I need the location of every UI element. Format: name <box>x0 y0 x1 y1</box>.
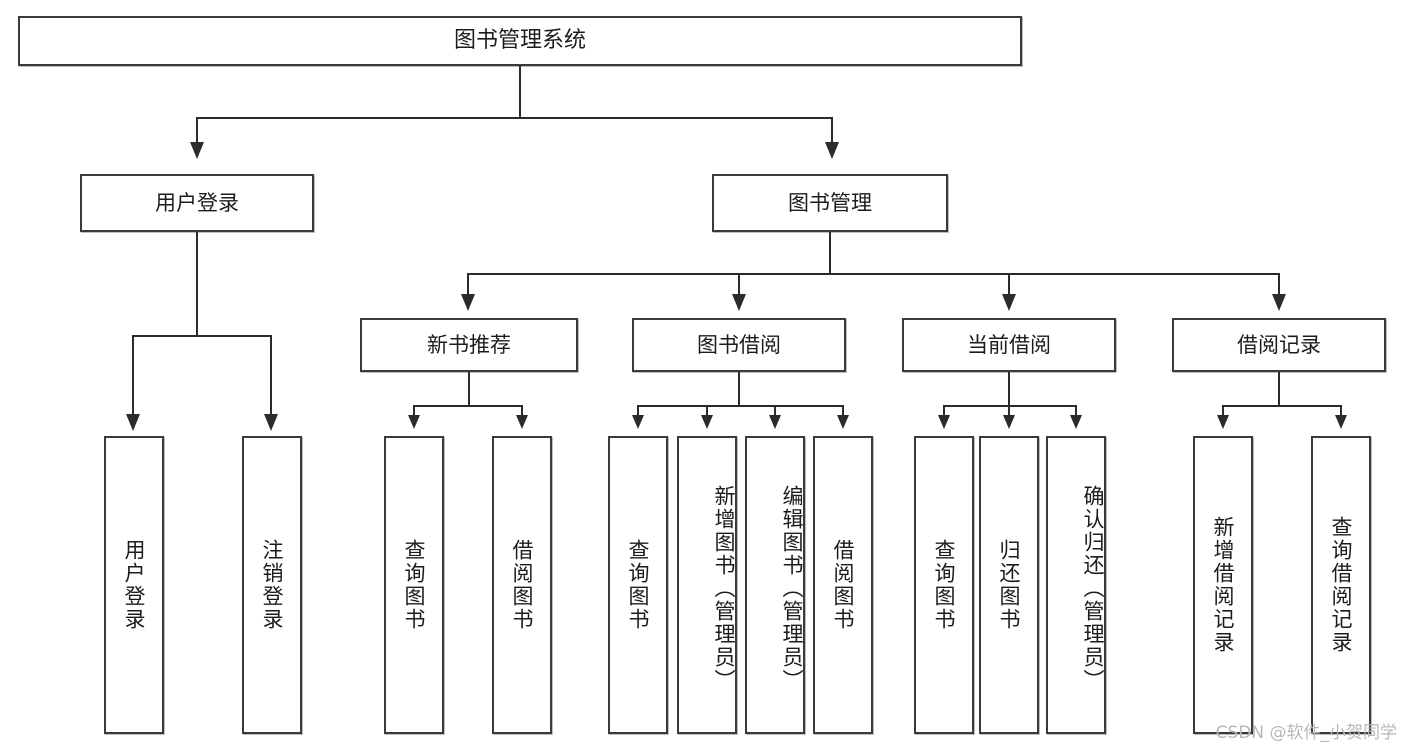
node-book-manage[interactable]: 图书管理 <box>712 174 948 232</box>
connector-book-manage-bus <box>467 273 1280 275</box>
node-user-login[interactable]: 用户登录 <box>80 174 314 232</box>
connector-user-login-drop-2 <box>270 335 272 417</box>
leaf-confirm-return-admin[interactable]: 确认归还（管理员） <box>1046 436 1106 734</box>
arrow-to-leaf-user-login <box>126 414 140 431</box>
leaf-current-borrow-query[interactable]: 查询图书 <box>914 436 974 734</box>
connector-l3-drop-3 <box>1008 273 1010 297</box>
arrow-leaf-book-borrow-2 <box>701 415 713 429</box>
connector-new-book-drop-2 <box>521 405 523 417</box>
arrow-leaf-book-borrow-1 <box>632 415 644 429</box>
leaf-add-borrow-record[interactable]: 新增借阅记录 <box>1193 436 1253 734</box>
connector-current-borrow-bus <box>943 405 1077 407</box>
leaf-new-book-borrow[interactable]: 借阅图书 <box>492 436 552 734</box>
connector-current-borrow-drop-1 <box>943 405 945 417</box>
arrow-to-leaf-logout <box>264 414 278 431</box>
connector-new-book-stem <box>468 372 470 406</box>
connector-l3-drop-4 <box>1278 273 1280 297</box>
connector-book-borrow-drop-3 <box>774 405 776 417</box>
arrow-leaf-book-borrow-4 <box>837 415 849 429</box>
connector-new-book-bus <box>413 405 523 407</box>
arrow-to-current-borrow <box>1002 294 1016 311</box>
connector-l3-drop-1 <box>467 273 469 297</box>
connector-root-stem <box>519 66 521 118</box>
node-current-borrow[interactable]: 当前借阅 <box>902 318 1116 372</box>
connector-l3-drop-2 <box>738 273 740 297</box>
leaf-user-login[interactable]: 用户登录 <box>104 436 164 734</box>
connector-current-borrow-drop-2 <box>1008 405 1010 417</box>
arrow-leaf-current-borrow-1 <box>938 415 950 429</box>
leaf-book-borrow-action[interactable]: 借阅图书 <box>813 436 873 734</box>
leaf-return-book[interactable]: 归还图书 <box>979 436 1039 734</box>
connector-book-manage-stem <box>829 232 831 274</box>
connector-user-login-drop-1 <box>132 335 134 417</box>
arrow-to-book-borrow <box>732 294 746 311</box>
leaf-book-add-admin[interactable]: 新增图书（管理员） <box>677 436 737 734</box>
node-root-system[interactable]: 图书管理系统 <box>18 16 1022 66</box>
arrow-to-borrow-record <box>1272 294 1286 311</box>
connector-borrow-record-bus <box>1222 405 1342 407</box>
arrow-leaf-book-borrow-3 <box>769 415 781 429</box>
arrow-to-new-book <box>461 294 475 311</box>
connector-root-drop-right <box>831 117 833 145</box>
connector-current-borrow-stem <box>1008 372 1010 406</box>
leaf-new-book-query[interactable]: 查询图书 <box>384 436 444 734</box>
connector-new-book-drop-1 <box>413 405 415 417</box>
connector-root-drop-left <box>196 117 198 145</box>
arrow-leaf-current-borrow-2 <box>1003 415 1015 429</box>
arrow-leaf-new-book-2 <box>516 415 528 429</box>
leaf-book-edit-admin[interactable]: 编辑图书（管理员） <box>745 436 805 734</box>
connector-user-login-bus <box>132 335 272 337</box>
node-new-book-recommend[interactable]: 新书推荐 <box>360 318 578 372</box>
connector-user-login-stem <box>196 232 198 336</box>
arrow-leaf-borrow-record-2 <box>1335 415 1347 429</box>
arrow-to-user-login <box>190 142 204 159</box>
arrow-to-book-manage <box>825 142 839 159</box>
arrow-leaf-borrow-record-1 <box>1217 415 1229 429</box>
connector-borrow-record-drop-2 <box>1340 405 1342 417</box>
connector-root-bus <box>196 117 833 119</box>
node-borrow-record[interactable]: 借阅记录 <box>1172 318 1386 372</box>
connector-borrow-record-drop-1 <box>1222 405 1224 417</box>
arrow-leaf-new-book-1 <box>408 415 420 429</box>
arrow-leaf-current-borrow-3 <box>1070 415 1082 429</box>
connector-book-borrow-drop-1 <box>637 405 639 417</box>
connector-borrow-record-stem <box>1278 372 1280 406</box>
node-book-borrow[interactable]: 图书借阅 <box>632 318 846 372</box>
csdn-watermark: CSDN @软件_小贺同学 <box>1215 723 1397 743</box>
leaf-book-borrow-query[interactable]: 查询图书 <box>608 436 668 734</box>
connector-current-borrow-drop-3 <box>1075 405 1077 417</box>
leaf-query-borrow-record[interactable]: 查询借阅记录 <box>1311 436 1371 734</box>
connector-book-borrow-drop-4 <box>842 405 844 417</box>
connector-book-borrow-bus <box>637 405 844 407</box>
connector-book-borrow-drop-2 <box>706 405 708 417</box>
connector-book-borrow-stem <box>738 372 740 406</box>
leaf-logout[interactable]: 注销登录 <box>242 436 302 734</box>
